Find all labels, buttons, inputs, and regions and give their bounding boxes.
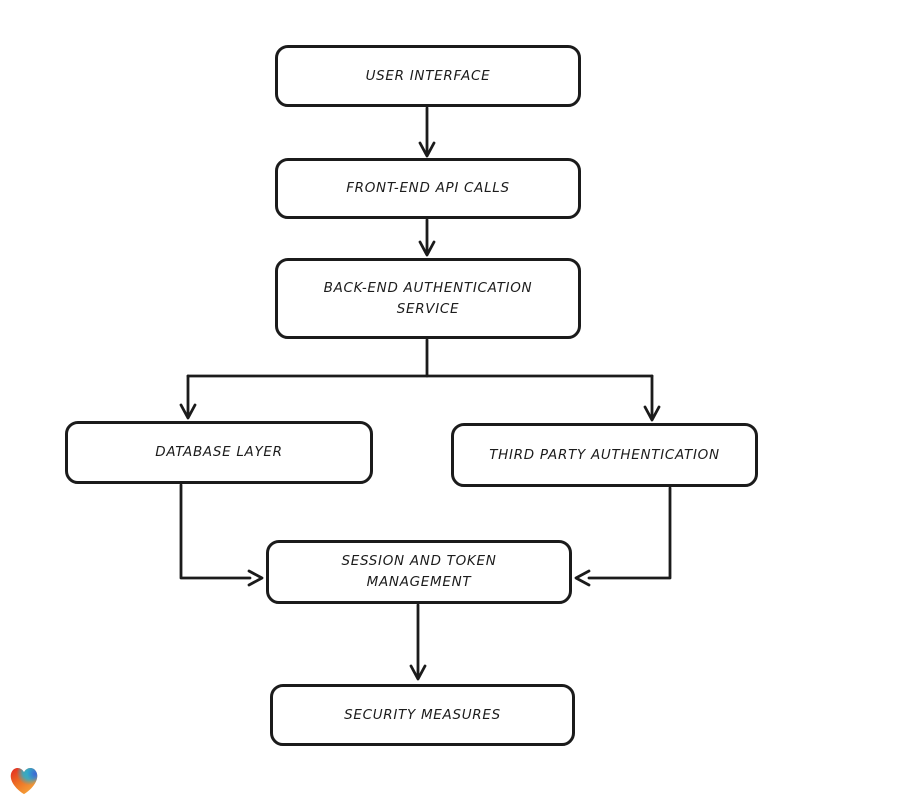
arrowhead-down-icon bbox=[418, 141, 436, 158]
node-label: THIRD PARTY AUTHENTICATION bbox=[489, 446, 720, 463]
arrowhead-right-icon bbox=[247, 569, 264, 587]
node-user-interface[interactable]: USER INTERFACE bbox=[275, 45, 581, 107]
arrowhead-down-icon bbox=[643, 405, 661, 422]
heart-logo[interactable] bbox=[8, 765, 40, 796]
edge-database-to-session bbox=[179, 483, 264, 587]
node-back-end-authentication-service[interactable]: BACK-END AUTHENTICATION SERVICE bbox=[275, 258, 581, 339]
edge-backend-branch bbox=[179, 338, 661, 422]
node-security-measures[interactable]: SECURITY MEASURES bbox=[270, 684, 575, 746]
node-session-and-token-management[interactable]: SESSION AND TOKEN MANAGEMENT bbox=[266, 540, 572, 604]
node-front-end-api-calls[interactable]: FRONT-END API CALLS bbox=[275, 158, 581, 219]
edge-user-to-frontend bbox=[418, 106, 436, 158]
node-label: SESSION AND TOKEN MANAGEMENT bbox=[341, 553, 497, 590]
node-label: FRONT-END API CALLS bbox=[346, 180, 510, 197]
node-label: USER INTERFACE bbox=[365, 67, 491, 84]
node-third-party-authentication[interactable]: THIRD PARTY AUTHENTICATION bbox=[451, 423, 758, 487]
arrowhead-left-icon bbox=[574, 569, 591, 587]
heart-icon bbox=[10, 768, 38, 795]
arrowhead-down-icon bbox=[418, 240, 436, 257]
node-label: SECURITY MEASURES bbox=[344, 706, 501, 723]
edge-frontend-to-backend bbox=[418, 218, 436, 257]
arrowhead-down-icon bbox=[409, 664, 427, 681]
node-database-layer[interactable]: DATABASE LAYER bbox=[65, 421, 373, 484]
edge-session-to-security bbox=[409, 603, 427, 681]
edge-thirdparty-to-session bbox=[574, 486, 672, 587]
node-label: DATABASE LAYER bbox=[155, 444, 283, 461]
arrowhead-down-icon bbox=[179, 403, 197, 420]
node-label: BACK-END AUTHENTICATION SERVICE bbox=[323, 279, 533, 317]
